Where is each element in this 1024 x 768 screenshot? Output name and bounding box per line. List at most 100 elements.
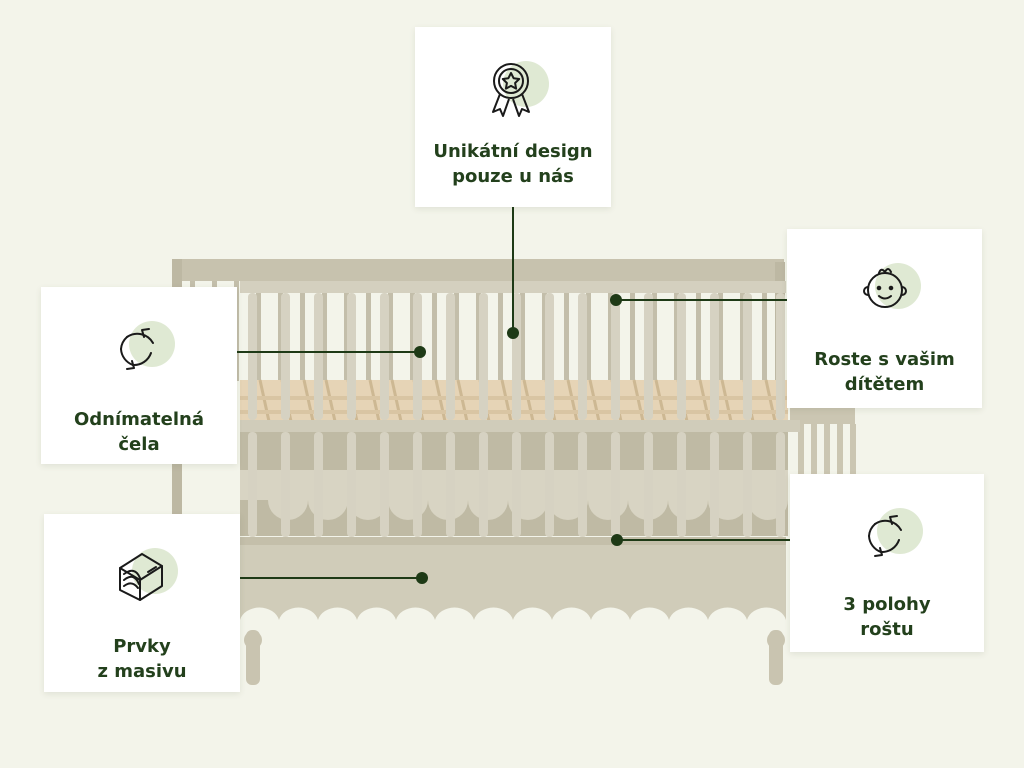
back-bar: [762, 281, 767, 381]
front-bar: [248, 293, 257, 420]
slat: [566, 379, 580, 427]
slat: [456, 379, 470, 427]
slat: [434, 379, 448, 427]
back-bar: [454, 281, 459, 381]
callout-label: Roste s vašim dítětem: [814, 349, 955, 395]
back-bar: [630, 281, 635, 381]
back-bar: [476, 281, 481, 381]
front-bar: [446, 432, 455, 537]
front-bar: [776, 432, 785, 537]
front-bar: [644, 432, 653, 537]
crib-legs: [244, 630, 785, 685]
back-bar: [542, 281, 547, 381]
connector-solid: [215, 572, 428, 584]
back-bar: [608, 281, 613, 381]
callout-label: Unikátní design pouze u nás: [433, 141, 593, 187]
right-end-rail: [790, 404, 855, 424]
end-bar: [837, 424, 843, 494]
back-bar: [586, 281, 591, 381]
front-bar: [512, 432, 521, 537]
callout-design: Unikátní design pouze u nás: [415, 27, 611, 207]
right-end-bars: [798, 424, 856, 494]
front-bar: [644, 293, 653, 420]
back-bar: [344, 281, 349, 381]
slat: [654, 379, 668, 427]
slat: [324, 379, 338, 427]
front-bar: [446, 293, 455, 420]
back-bar: [740, 281, 745, 381]
slat: [258, 379, 272, 427]
front-bar: [710, 432, 719, 537]
connector-grows: [610, 294, 812, 306]
back-bar: [520, 281, 525, 381]
front-bar: [479, 432, 488, 537]
back-bar: [256, 281, 261, 381]
wood-log-icon: [119, 553, 163, 601]
connector-removable: [213, 346, 426, 358]
callout-removable: Odnímatelná čela: [41, 287, 237, 464]
callout-solid: Prvky z masivu: [44, 514, 240, 692]
slat: [720, 379, 734, 427]
back-bar: [278, 281, 283, 381]
callout-label: 3 polohy roštu: [843, 594, 931, 640]
callout-label: Prvky z masivu: [97, 636, 187, 682]
slat: [500, 379, 514, 427]
slat: [302, 379, 316, 427]
back-bar: [366, 281, 371, 381]
front-bars: [248, 293, 785, 537]
connector-design: [507, 200, 519, 339]
front-bar: [347, 432, 356, 537]
connector-positions: [611, 534, 815, 546]
front-bar: [281, 432, 290, 537]
end-bar: [850, 424, 856, 494]
front-bar: [281, 293, 290, 420]
front-bar: [677, 293, 686, 420]
front-bar: [545, 293, 554, 420]
front-bar: [776, 293, 785, 420]
award-ribbon-icon: [492, 63, 530, 117]
slat: [588, 379, 602, 427]
slat: [390, 379, 404, 427]
rotate-arrows-icon: [868, 515, 902, 557]
front-bar: [578, 293, 587, 420]
front-bar: [413, 432, 422, 537]
front-bar: [479, 293, 488, 420]
end-bar: [798, 424, 804, 494]
back-bar: [718, 281, 723, 381]
drawer-panel: [240, 537, 786, 620]
end-bar: [824, 424, 830, 494]
back-bar: [696, 281, 701, 381]
callout-grows: Roste s vašim dítětem: [787, 229, 982, 408]
front-bar: [314, 293, 323, 420]
end-bar: [811, 424, 817, 494]
back-bar: [410, 281, 415, 381]
front-bar: [611, 432, 620, 537]
callout-label: Odnímatelná čela: [73, 409, 205, 455]
callout-positions: 3 polohy roštu: [790, 474, 984, 652]
back-bar: [564, 281, 569, 381]
front-bar: [611, 293, 620, 420]
front-bar: [710, 293, 719, 420]
baby-face-icon: [862, 268, 907, 308]
slat: [698, 379, 712, 427]
front-bar: [314, 432, 323, 537]
slat: [368, 379, 382, 427]
front-bar: [677, 432, 686, 537]
front-middle-rail: [240, 420, 800, 432]
front-bar: [380, 432, 389, 537]
back-bar: [674, 281, 679, 381]
front-bar: [743, 432, 752, 537]
front-bar: [380, 293, 389, 420]
front-bar: [347, 293, 356, 420]
back-bar: [432, 281, 437, 381]
front-bar: [578, 432, 587, 537]
slat: [522, 379, 536, 427]
back-bar: [300, 281, 305, 381]
slat: [764, 379, 778, 427]
back-bar: [498, 281, 503, 381]
front-bar: [248, 432, 257, 537]
back-bar: [388, 281, 393, 381]
back-bar: [322, 281, 327, 381]
back-bar: [652, 281, 657, 381]
